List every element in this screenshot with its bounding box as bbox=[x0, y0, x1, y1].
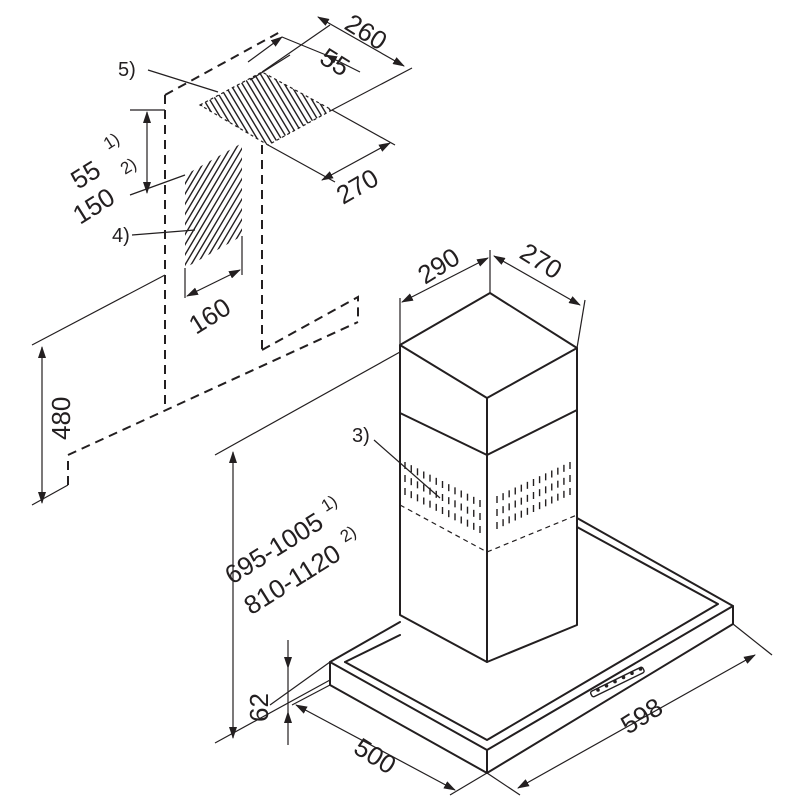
hatch-line bbox=[233, 72, 295, 145]
vent-width-label: 160 bbox=[183, 292, 236, 340]
chimney bbox=[399, 292, 578, 663]
hatch-line bbox=[372, 60, 432, 160]
mounting-height-labels: 695-1005 1) 810-1120 2) bbox=[219, 492, 360, 621]
hatch-line bbox=[185, 143, 242, 268]
vent-gap-b-label: 150 bbox=[67, 182, 120, 230]
hatch-line bbox=[366, 60, 426, 160]
hatch-line bbox=[293, 72, 332, 145]
top-width-label: 260 bbox=[340, 8, 393, 56]
hatch-line bbox=[185, 143, 242, 268]
hatch-line bbox=[232, 143, 242, 268]
hood-depth-label: 500 bbox=[349, 732, 402, 780]
control-button bbox=[638, 667, 643, 671]
hatch-line bbox=[200, 72, 253, 145]
hatch-line bbox=[185, 143, 230, 268]
ref-ceiling-outlet: 5) bbox=[118, 59, 136, 81]
control-button bbox=[630, 671, 634, 675]
hatch-line bbox=[245, 140, 325, 275]
hatch-line bbox=[239, 72, 301, 145]
hood-thickness-label: 62 bbox=[244, 693, 274, 722]
ref-chimney-vents: 3) bbox=[352, 425, 370, 447]
hatch-line bbox=[221, 72, 283, 145]
hatch-line bbox=[342, 60, 402, 160]
hatch-line bbox=[200, 72, 223, 145]
chimney-vent-slots-left bbox=[404, 462, 481, 533]
hatch-line bbox=[190, 143, 242, 268]
hatch-line bbox=[257, 140, 337, 275]
hood-canopy bbox=[329, 517, 734, 774]
hatch-line bbox=[275, 72, 332, 145]
hatch-line bbox=[196, 143, 242, 268]
hatch-line bbox=[200, 72, 235, 145]
hatch-line bbox=[208, 143, 242, 268]
hatch-line bbox=[185, 143, 242, 268]
hatch-line bbox=[263, 140, 343, 275]
chimney-vent-slots-right bbox=[496, 462, 571, 529]
control-button bbox=[613, 679, 617, 684]
hatch-line bbox=[203, 72, 265, 145]
hatch-line bbox=[200, 72, 259, 145]
ref-wall-vent: 4) bbox=[112, 225, 130, 247]
hatch-line bbox=[202, 143, 242, 268]
dimension-lines bbox=[31, 16, 773, 796]
top-offset-label: 55 bbox=[315, 42, 355, 83]
hatch-line bbox=[360, 60, 420, 160]
hatch-line bbox=[185, 143, 242, 268]
hatch-line bbox=[354, 60, 414, 160]
ceiling-outline bbox=[67, 31, 359, 485]
hatch-line bbox=[238, 143, 242, 268]
hatch-line bbox=[185, 143, 224, 268]
ceiling-outlet-hatch bbox=[198, 60, 432, 160]
hatch-line bbox=[200, 72, 247, 145]
chimney-depth-label: 270 bbox=[515, 237, 568, 285]
control-button bbox=[604, 684, 609, 688]
hatch-line bbox=[275, 140, 355, 275]
hatch-line bbox=[200, 72, 229, 145]
vent-gap-a-note: 1) bbox=[100, 129, 123, 153]
duct-height-label: 480 bbox=[46, 397, 76, 440]
vent-gap-b-note: 2) bbox=[117, 154, 140, 178]
control-button bbox=[596, 688, 600, 692]
hatch-line bbox=[185, 143, 242, 268]
top-depth-label: 270 bbox=[331, 163, 384, 211]
hatch-line bbox=[263, 72, 325, 145]
hatch-line bbox=[214, 143, 242, 268]
height-range-a-note: 1) bbox=[318, 492, 341, 516]
chimney-width-label: 290 bbox=[412, 242, 465, 290]
hatch-line bbox=[245, 72, 307, 145]
hatch-line bbox=[185, 143, 218, 268]
height-range-b-note: 2) bbox=[337, 522, 360, 546]
hatch-line bbox=[269, 72, 331, 145]
hood-width-label: 598 bbox=[615, 692, 668, 740]
control-button bbox=[621, 675, 626, 680]
hatch-line bbox=[185, 143, 212, 268]
reference-labels: 5) 4) 3) bbox=[112, 59, 370, 447]
hatch-line bbox=[317, 72, 332, 145]
hatch-line bbox=[200, 72, 241, 145]
hatch-line bbox=[269, 140, 349, 275]
hatch-line bbox=[185, 143, 236, 268]
